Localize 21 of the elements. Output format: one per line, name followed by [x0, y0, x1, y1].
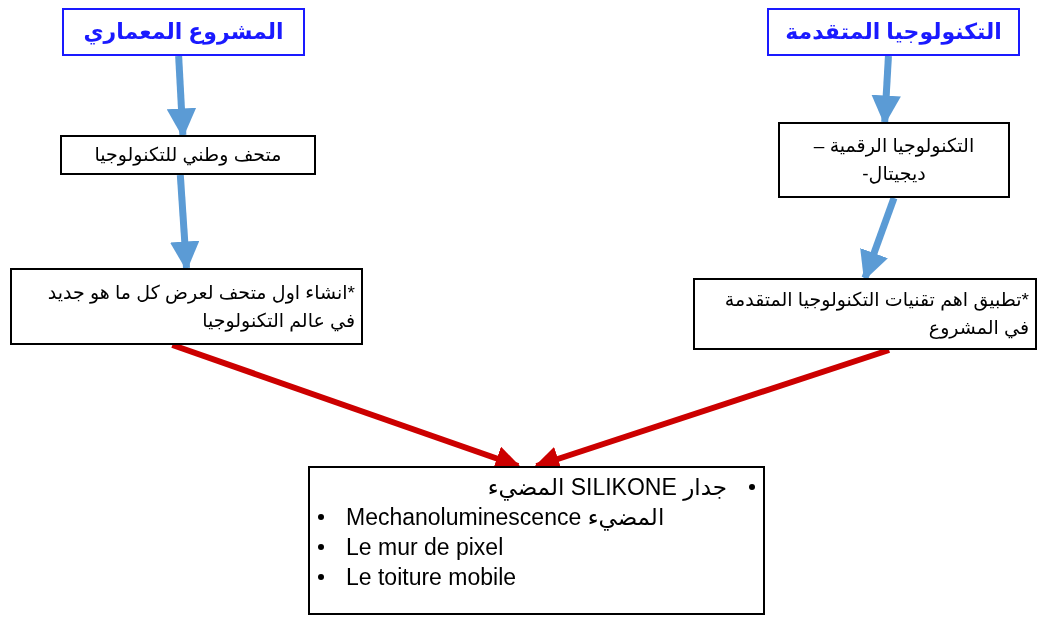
- box-title: المشروع المعماري: [82, 19, 285, 45]
- arrow: [871, 55, 901, 125]
- box-text: *تطبيق اهم تقنيات التكنولوجيا المتقدمة في المشروع: [723, 288, 1030, 341]
- process-box: [778, 122, 1010, 198]
- process-box: [10, 268, 363, 345]
- arrow: [170, 174, 200, 271]
- arrow: [860, 196, 898, 281]
- list-item: جدار SILIKONE المضيء: [487, 473, 727, 502]
- list-box: [308, 466, 765, 615]
- box-text: التكنولوجيا الرقمية – ديجيتال-: [812, 134, 976, 186]
- title-box: [767, 8, 1020, 56]
- box-text: متحف وطني للتكنولوجيا: [93, 143, 283, 168]
- list-item: Mechanoluminescence المضيء: [346, 503, 665, 532]
- box-text: *انشاء اول متحف لعرض كل ما هو جديد في عالم التكنولوجيا: [46, 280, 356, 334]
- list-item: Le toiture mobile: [346, 563, 517, 592]
- process-box: [60, 135, 316, 175]
- arrow: [166, 55, 197, 138]
- process-box: [693, 278, 1037, 350]
- list-item: Le mur de pixel: [346, 533, 504, 562]
- box-title: التكنولوجيا المتقدمة: [784, 19, 1003, 45]
- title-box: [62, 8, 305, 56]
